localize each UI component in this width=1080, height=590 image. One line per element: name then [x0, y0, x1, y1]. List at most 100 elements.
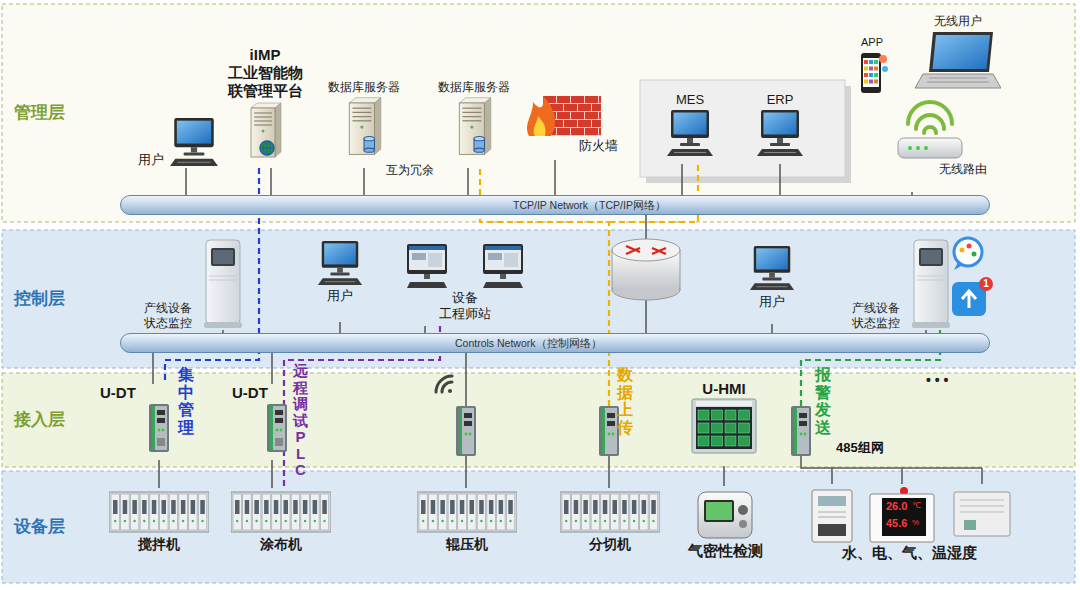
iimp-icon: [254, 120, 272, 121]
phone-icon: [874, 60, 878, 64]
mes-erp-panel: [640, 80, 845, 177]
gateway-icons: [607, 421, 615, 426]
layer-band: 接入层U-DTU-DTU-HMI: [2, 373, 1075, 467]
iimp-icon: [275, 103, 281, 157]
note-label: 26.0: [886, 500, 907, 513]
pc2-icon: [483, 244, 523, 288]
chat-app-icon: [962, 291, 976, 308]
pc-icon: [777, 138, 783, 143]
network-bus: TCP/IP Network（TCP/IP网络）: [120, 195, 990, 215]
db-icon: [462, 108, 481, 109]
plc-icon: [291, 494, 300, 530]
wrouter-icon: [924, 146, 928, 150]
plc-icon: [113, 500, 118, 514]
layer-band: 管理层用户iIMP 工业智能物 联管理平台数据库服务器数据库服务器防火墙MESE…: [2, 4, 1075, 222]
plc-icon: [200, 500, 205, 514]
plc-icon: [323, 520, 325, 522]
plc-icon: [235, 500, 240, 514]
plc-icon: [150, 494, 159, 530]
gateway-icons: [799, 421, 807, 426]
chat-app-icon: [954, 262, 963, 270]
cabinet-icon: [921, 250, 941, 264]
phone-icon: [864, 67, 868, 71]
router-icon: [612, 215, 680, 333]
hmi-node: U-HMI: [674, 380, 774, 466]
plc-icon: [243, 494, 252, 530]
db-icon: [474, 148, 485, 152]
plc-icon: [620, 494, 629, 530]
device-label: 无线路由: [939, 162, 987, 176]
phone-icon: [879, 55, 887, 63]
mes-erp-panel: [640, 80, 851, 183]
wrouter-icon: [924, 127, 936, 133]
plc-icon: [114, 520, 116, 522]
plc-icon: [162, 500, 167, 514]
device-label: 无线用户: [934, 14, 982, 28]
plc-icon: [189, 494, 198, 530]
phone-icon: [861, 53, 881, 93]
plc-icon: [153, 520, 155, 522]
plc-icon: [497, 494, 506, 530]
firewall-icon: [571, 112, 584, 119]
firewall-icon: [557, 128, 570, 135]
phone-icon: [882, 66, 888, 72]
plc-icon: [565, 520, 567, 522]
cabinet-icon: [206, 240, 240, 324]
plc-icon: [198, 494, 207, 530]
cabinet-icon: [917, 276, 945, 280]
pc2-icon: [485, 246, 521, 270]
platform-server: iIMP 工业智能物 联管理平台: [210, 46, 320, 168]
phone-icon: [864, 80, 868, 84]
plc-icon: [460, 500, 465, 514]
db-icon: [485, 98, 491, 155]
iimp-icon: [260, 141, 274, 155]
gateway-icon: [275, 418, 283, 423]
gateway-icon: [264, 402, 290, 454]
firewall-node: 防火墙: [508, 88, 618, 160]
machine-node: 分切机: [555, 488, 665, 568]
iimp-icon: [260, 141, 274, 155]
iimp-icon: [244, 100, 286, 158]
airtight-icon: [706, 502, 732, 520]
gateway-icons: [608, 433, 611, 436]
plc-icon: [152, 500, 157, 514]
plc-icon: [560, 492, 660, 532]
pc-icon: [754, 108, 806, 158]
plc-icon: [651, 500, 656, 514]
pc2-icon: [483, 244, 523, 274]
db-icon: [360, 126, 363, 129]
db-icon: [352, 116, 371, 117]
layer-title: 设备层: [14, 517, 65, 537]
pc-icon: [184, 152, 205, 155]
plc-icon: [282, 494, 291, 530]
flow-label: 报警发送: [815, 366, 831, 436]
iimp-icon: [264, 141, 271, 155]
gateway-icon: [270, 406, 273, 450]
gateway-icon: [162, 429, 165, 432]
pc-icon: [750, 283, 794, 290]
note-label: 1: [979, 277, 993, 291]
gateway-icons: [456, 406, 811, 456]
wrouter-icon: [898, 138, 962, 158]
plc-icon: [593, 500, 598, 514]
gateway-icon: [267, 404, 287, 452]
hmi-icon: [725, 436, 736, 446]
link-line: [554, 160, 556, 195]
plc-icon: [633, 520, 635, 522]
pc-icon: [322, 241, 358, 268]
phone-icon: [864, 73, 868, 77]
gateway-icons: [465, 433, 468, 436]
pc-icon: [191, 147, 197, 152]
firewall-icon: [592, 104, 601, 111]
plc-icon: [171, 500, 176, 514]
plc-icon: [429, 494, 438, 530]
flow-label: 远程调试PLC: [293, 363, 308, 479]
hmi-icon: [712, 423, 723, 433]
pc2-icon: [409, 246, 445, 270]
firewall-icon: [564, 120, 577, 127]
pc-icon: [671, 110, 709, 138]
plc-icon: [274, 500, 279, 514]
network-name: TCP/IP Network（TCP/IP网络）: [513, 199, 666, 212]
link-line: [681, 164, 683, 195]
plc-icon: [179, 494, 188, 530]
